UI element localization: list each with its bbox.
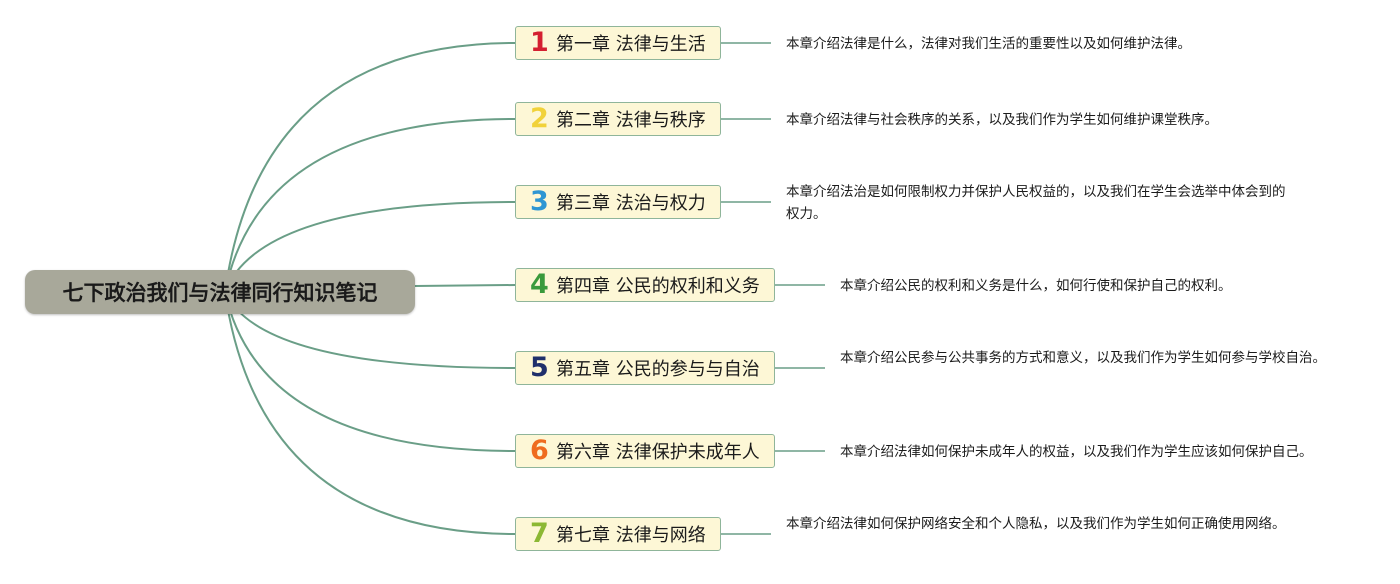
branch-line bbox=[224, 42, 516, 293]
chapter-description-4[interactable]: 本章介绍公民的权利和义务是什么，如何行使和保护自己的权利。 bbox=[840, 278, 1232, 294]
chapter-description-7[interactable]: 本章介绍法律如何保护网络安全和个人隐私，以及我们作为学生如何正确使用网络。 bbox=[786, 516, 1286, 532]
chapter-title: 第二章 法律与秩序 bbox=[556, 110, 706, 131]
chapter-node-6[interactable]: 6 第六章 法律保护未成年人 bbox=[515, 434, 775, 468]
number-2-icon: 2 bbox=[530, 103, 549, 134]
chapter-node-1[interactable]: 1 第一章 法律与生活 bbox=[515, 26, 721, 60]
chapter-node-7[interactable]: 7 第七章 法律与网络 bbox=[515, 517, 721, 551]
branch-line bbox=[224, 201, 516, 293]
root-title: 七下政治我们与法律同行知识笔记 bbox=[62, 281, 378, 305]
branch-line bbox=[224, 118, 516, 293]
chapter-node-4[interactable]: 4 第四章 公民的权利和义务 bbox=[515, 268, 775, 302]
branch-line bbox=[414, 284, 516, 287]
number-5-icon: 5 bbox=[530, 352, 549, 383]
chapter-title: 第七章 法律与网络 bbox=[556, 525, 706, 546]
chapter-description-3[interactable]: 本章介绍法治是如何限制权力并保护人民权益的，以及我们在学生会选举中体会到的权力。 bbox=[786, 184, 1286, 222]
chapter-title: 第一章 法律与生活 bbox=[556, 34, 706, 55]
chapter-title: 第六章 法律保护未成年人 bbox=[556, 442, 760, 463]
chapter-description-6[interactable]: 本章介绍法律如何保护未成年人的权益，以及我们作为学生应该如何保护自己。 bbox=[840, 444, 1313, 460]
chapter-title: 第五章 公民的参与与自治 bbox=[556, 359, 760, 380]
number-3-icon: 3 bbox=[530, 186, 549, 217]
branch-line bbox=[224, 291, 516, 452]
chapter-node-3[interactable]: 3 第三章 法治与权力 bbox=[515, 185, 721, 219]
chapter-description-1[interactable]: 本章介绍法律是什么，法律对我们生活的重要性以及如何维护法律。 bbox=[786, 36, 1191, 52]
chapter-title: 第三章 法治与权力 bbox=[556, 193, 706, 214]
chapter-node-5[interactable]: 5 第五章 公民的参与与自治 bbox=[515, 351, 775, 385]
root-topic[interactable]: 七下政治我们与法律同行知识笔记 bbox=[25, 270, 415, 314]
number-7-icon: 7 bbox=[530, 518, 549, 549]
number-4-icon: 4 bbox=[530, 269, 549, 300]
branch-line bbox=[224, 291, 516, 535]
chapter-description-2[interactable]: 本章介绍法律与社会秩序的关系，以及我们作为学生如何维护课堂秩序。 bbox=[786, 112, 1218, 128]
chapter-title: 第四章 公民的权利和义务 bbox=[556, 276, 760, 297]
chapter-description-5[interactable]: 本章介绍公民参与公共事务的方式和意义，以及我们作为学生如何参与学校自治。 bbox=[840, 350, 1326, 366]
number-1-icon: 1 bbox=[530, 27, 549, 58]
number-6-icon: 6 bbox=[530, 435, 549, 466]
chapter-node-2[interactable]: 2 第二章 法律与秩序 bbox=[515, 102, 721, 136]
